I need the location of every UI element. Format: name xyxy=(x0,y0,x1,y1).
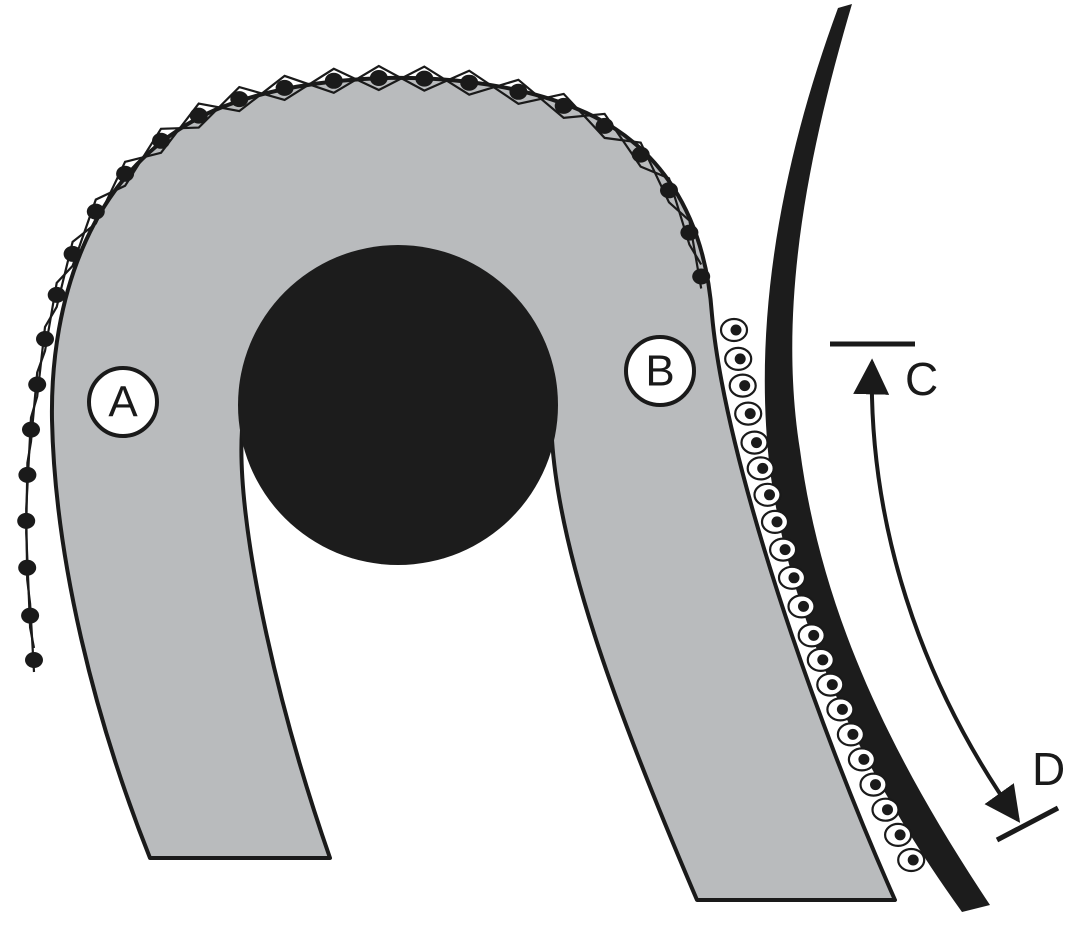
cell-nucleus xyxy=(230,91,248,107)
cell-nucleus xyxy=(370,70,388,86)
dense-cell-nucleus xyxy=(798,601,809,612)
label-d: D xyxy=(1032,743,1065,795)
dense-cell-nucleus xyxy=(745,408,756,419)
dense-cell-nucleus xyxy=(908,855,919,866)
cell-nucleus xyxy=(276,80,294,96)
label-a: A xyxy=(108,378,138,427)
cell-nucleus xyxy=(555,98,573,114)
dense-cell-nucleus xyxy=(870,779,881,790)
dense-cell-nucleus xyxy=(882,804,893,815)
dense-cell-nucleus xyxy=(858,754,869,765)
dense-cell-nucleus xyxy=(772,516,783,527)
cell-nucleus xyxy=(64,246,82,262)
cell-nucleus xyxy=(692,269,710,285)
dense-cell-nucleus xyxy=(827,679,838,690)
cell-nucleus xyxy=(116,166,134,182)
cell-nucleus xyxy=(25,652,43,668)
cell-nucleus xyxy=(28,377,46,393)
cell-nucleus xyxy=(21,608,39,624)
dense-cell-nucleus xyxy=(751,437,762,448)
label-b: B xyxy=(645,347,674,396)
dense-cell-nucleus xyxy=(817,654,828,665)
dense-cell-nucleus xyxy=(757,463,768,474)
dense-cell-nucleus xyxy=(739,380,750,391)
cell-nucleus xyxy=(190,108,208,124)
label-b-marker: B xyxy=(626,337,694,405)
dense-cell-nucleus xyxy=(808,630,819,641)
cell-nucleus xyxy=(632,147,650,163)
cell-nucleus xyxy=(509,84,527,100)
dense-cell-nucleus xyxy=(735,353,746,364)
cell-nucleus xyxy=(87,204,105,220)
dark-mass xyxy=(238,245,558,565)
cell-nucleus xyxy=(325,73,343,89)
label-a-marker: A xyxy=(89,368,157,436)
dense-cell-nucleus xyxy=(731,325,742,336)
d-marker-line xyxy=(997,808,1058,840)
cell-nucleus xyxy=(18,560,36,576)
dense-cell-nucleus xyxy=(780,544,791,555)
dense-cell-nucleus xyxy=(764,489,775,500)
cell-nucleus xyxy=(596,118,614,134)
dense-cell-nucleus xyxy=(837,704,848,715)
cell-nucleus xyxy=(18,467,36,483)
dense-cell-nucleus xyxy=(895,829,906,840)
cell-nucleus xyxy=(22,422,40,438)
cell-nucleus xyxy=(36,331,54,347)
cell-nucleus xyxy=(415,71,433,87)
cell-nucleus xyxy=(152,133,170,149)
cell-nucleus xyxy=(680,225,698,241)
cell-nucleus xyxy=(48,287,66,303)
label-c: C xyxy=(905,353,938,405)
dense-cell-nucleus xyxy=(847,729,858,740)
cell-nucleus xyxy=(460,75,478,91)
dense-cell-nucleus xyxy=(789,572,800,583)
cell-nucleus xyxy=(660,182,678,198)
cell-nucleus xyxy=(17,513,35,529)
